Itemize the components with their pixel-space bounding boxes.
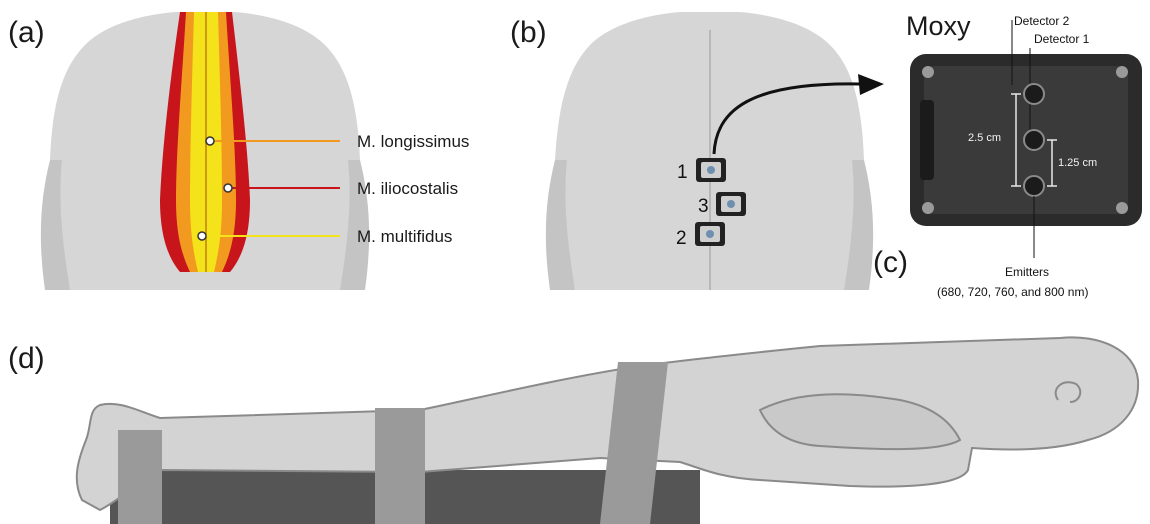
sensor-label-2: 2 — [676, 228, 687, 249]
strap-legs — [118, 430, 162, 524]
device-title: Moxy — [906, 11, 971, 41]
device-side-slot — [920, 100, 934, 180]
sensor-2 — [695, 222, 725, 246]
distance-long-label: 2.5 cm — [968, 132, 1001, 144]
strap-thighs — [375, 408, 425, 524]
screw-icon — [922, 66, 934, 78]
sensor-1 — [696, 158, 726, 182]
panel-label-b: (b) — [510, 16, 547, 49]
iliocostalis-callout-dot — [224, 184, 232, 192]
panel-d: (d) — [8, 337, 1138, 524]
iliocostalis-label: M. iliocostalis — [357, 179, 458, 198]
screw-icon — [922, 202, 934, 214]
detector-2 — [1024, 84, 1044, 104]
longissimus-callout-dot — [206, 137, 214, 145]
panel-c: Moxy Detector 2 Detector 1 2.5 cm 1.25 c… — [873, 11, 1142, 299]
sensor-label-3: 3 — [698, 196, 709, 217]
sensor-3 — [716, 192, 746, 216]
sensor-label-1: 1 — [677, 162, 688, 183]
distance-short-label: 1.25 cm — [1058, 157, 1097, 169]
detector1-label: Detector 1 — [1034, 32, 1090, 46]
wavelengths-label: (680, 720, 760, and 800 nm) — [937, 285, 1088, 299]
emitters-label: Emitters — [1005, 265, 1049, 279]
longissimus-label: M. longissimus — [357, 132, 469, 151]
detector-1 — [1024, 130, 1044, 150]
panel-a: (a) M. longissimus M. iliocostalis M. mu… — [8, 12, 469, 290]
panel-label-c: (c) — [873, 246, 908, 279]
multifidus-callout-dot — [198, 232, 206, 240]
panel-label-d: (d) — [8, 342, 45, 375]
multifidus-label: M. multifidus — [357, 227, 452, 246]
screw-icon — [1116, 66, 1128, 78]
panel-b: (b) 1 3 2 — [510, 12, 884, 290]
panel-label-a: (a) — [8, 16, 45, 49]
screw-icon — [1116, 202, 1128, 214]
pointer-arrowhead — [858, 74, 884, 95]
detector2-label: Detector 2 — [1014, 14, 1070, 28]
emitter — [1024, 176, 1044, 196]
